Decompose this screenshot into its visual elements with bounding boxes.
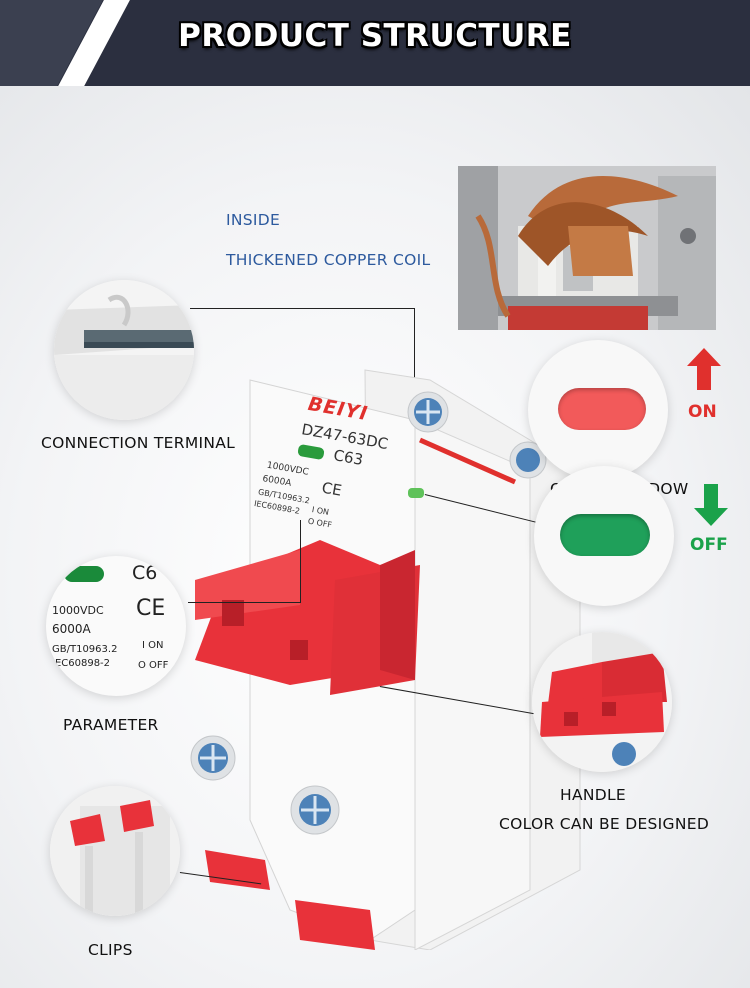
- on-indicator-window: [558, 388, 646, 430]
- arrow-down-icon: [694, 484, 728, 530]
- parameter-on-marking: I ON: [142, 640, 164, 651]
- on-marking: I ON: [311, 505, 330, 517]
- on-indicator-zoom: [528, 340, 668, 480]
- parameter-standard-iec: IEC60898-2: [52, 658, 111, 669]
- leader-line-terminal-h: [190, 308, 414, 309]
- parameter-zoom: C6 1000VDC CE 6000A GB/T10963.2 IEC60898…: [46, 556, 186, 696]
- copper-coil-label: THICKENED COPPER COIL: [226, 251, 431, 269]
- leader-line-parameter-h: [188, 602, 301, 603]
- clips-label: CLIPS: [88, 941, 133, 959]
- page-title: PRODUCT STRUCTURE: [178, 18, 572, 54]
- off-indicator-zoom: [534, 466, 674, 606]
- handle-note: COLOR CAN BE DESIGNED: [499, 815, 710, 833]
- off-label: OFF: [690, 535, 728, 555]
- breaker-front-label: BEIYI DZ47-63DC C63 1000VDC CE 6000A GB/…: [232, 378, 408, 562]
- parameter-standard-gb: GB/T10963.2: [52, 644, 118, 655]
- on-label: ON: [688, 402, 717, 422]
- inside-label: INSIDE: [226, 211, 281, 229]
- parameter-label: PARAMETER: [63, 716, 159, 734]
- leader-line-terminal-v: [414, 308, 415, 388]
- copper-coil-photo: [458, 166, 716, 330]
- off-marking: O OFF: [307, 516, 333, 530]
- connection-terminal-zoom: [54, 280, 194, 420]
- handle-zoom: [532, 632, 672, 772]
- breaker-rating: C63: [332, 446, 365, 469]
- parameter-current: 6000A: [52, 622, 91, 636]
- breaker-illustration: [170, 350, 590, 951]
- breaking-capacity: 6000A: [261, 474, 292, 489]
- arrow-up-icon: [687, 348, 721, 394]
- handle-label: HANDLE: [560, 786, 627, 804]
- parameter-voltage: 1000VDC: [52, 604, 104, 617]
- off-indicator-window: [560, 514, 650, 556]
- connection-terminal-label: CONNECTION TERMINAL: [41, 434, 236, 452]
- header-banner: PRODUCT STRUCTURE: [0, 0, 750, 86]
- leader-line-parameter-v: [300, 520, 301, 602]
- brand-logo: BEIYI: [306, 392, 370, 426]
- parameter-green-window: [64, 566, 104, 582]
- parameter-off-marking: O OFF: [138, 660, 169, 671]
- clips-zoom: [50, 786, 180, 916]
- parameter-rating: C6: [132, 562, 158, 584]
- ce-mark: CE: [320, 478, 344, 500]
- parameter-ce-mark: CE: [136, 596, 166, 621]
